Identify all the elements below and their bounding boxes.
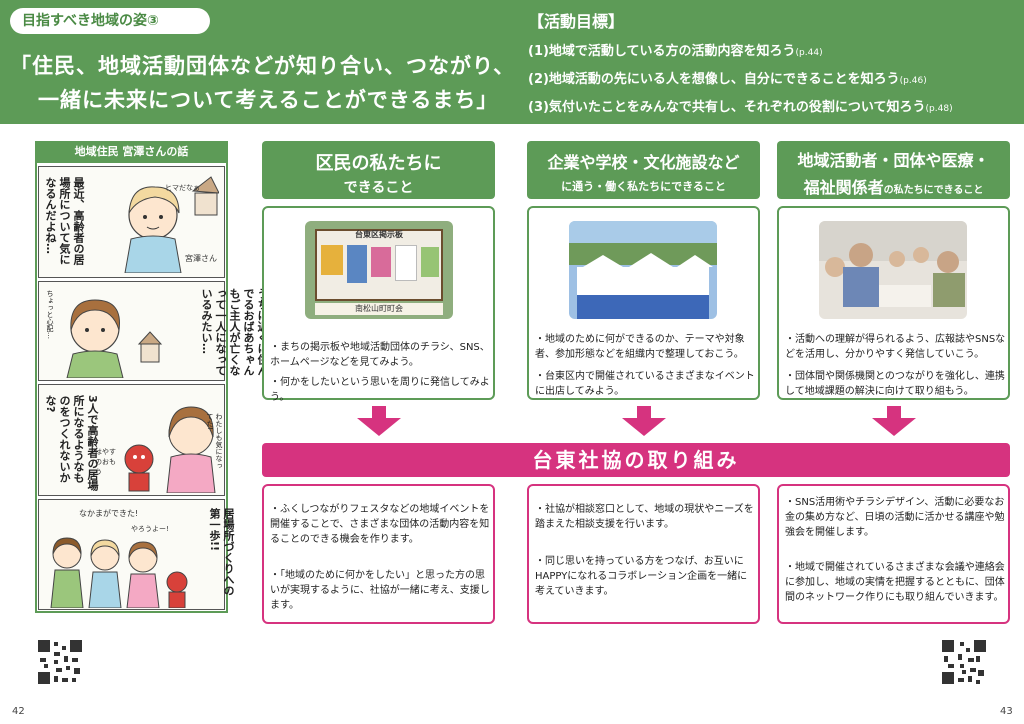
poster <box>395 245 417 281</box>
manga-title: 地域住民 宮澤さんの話 <box>35 141 228 163</box>
page-number-right: 43 <box>1000 706 1013 717</box>
poster <box>347 245 367 283</box>
bubble-text: わたしも気になってた! <box>206 413 223 469</box>
council-box-1-item-1: ・ふくしつながりフェスタなどの地域イベントを開催することで、さまざまな団体の活動… <box>270 504 490 545</box>
column-heading-organizations: 企業や学校・文化施設など に通う・働く私たちにできること <box>527 141 760 199</box>
council-title: 台東社協の取り組み <box>262 443 1010 477</box>
council-box-3-item-1: ・SNS活用術やチラシデザイン、活動に必要なお金の集め方など、日頃の活動に活かせ… <box>785 497 1005 538</box>
council-box-3 <box>777 484 1010 624</box>
booths <box>577 267 709 295</box>
manga-panel-2: うちに近くに住んでるおばあちゃんもご主人が亡くなって一人になっているみたい… ち… <box>38 281 269 381</box>
person <box>825 257 845 277</box>
down-arrow-icon <box>372 406 386 418</box>
qr-code-icon[interactable] <box>36 638 84 686</box>
event-photo <box>569 221 717 319</box>
manga-text-3: 3人で高齢者の居場所になるようなものをつくれないかな? <box>44 395 99 491</box>
characters-illustration <box>50 537 188 608</box>
meeting-photo <box>819 221 967 319</box>
council-box-2-item-1: ・社協が相談窓口として、地域の現状やニーズを踏まえた相談支援を行います。 <box>535 504 754 530</box>
qr-code-icon[interactable] <box>940 638 988 686</box>
activists-bullet-1: ・活動への理解が得られるよう、広報誌やSNSなどを活用し、分かりやすく発信してい… <box>785 334 1006 360</box>
council-box-2-item-2: ・同じ思いを持っている方をつなげ、お互いにHAPPYになれるコラボレーション企画… <box>535 556 748 597</box>
page-number-left: 42 <box>12 706 25 717</box>
organizations-bullet-1: ・地域のために何ができるのか、テーマや対象者、参加形態などを組織内で整理しておこ… <box>535 334 745 360</box>
goal-1: (1)地域で活動している方の活動内容を知ろう(p.44) <box>528 44 823 59</box>
character-illustration <box>66 299 163 378</box>
down-arrow-icon <box>887 406 901 418</box>
manga-text-4: 居場所づくりへの第一歩!! <box>208 508 235 596</box>
column-heading-activists: 地域活動者・団体や医療・ 福祉関係者の私たちにできること <box>777 141 1010 199</box>
bubble-text: はやすのおもう <box>95 448 116 476</box>
down-arrow-icon <box>872 418 916 436</box>
council-box-1-item-2: ・「地域のために何かをしたい」と思った方の思いが実現するように、社協が一緒に考え… <box>270 570 490 611</box>
photo-subcaption: 南松山町町会 <box>315 303 443 315</box>
table <box>879 285 931 307</box>
goal-2: (2)地域活動の先にいる人を想像し、自分にできることを知ろう(p.46) <box>528 72 927 87</box>
down-arrow-icon <box>637 406 651 418</box>
bulletin-board-photo: 台東区掲示板 南松山町町会 <box>305 221 453 319</box>
bubble-text: ヒマだなぁ <box>165 184 200 192</box>
photo-caption: 台東区掲示板 <box>355 230 403 239</box>
poster <box>421 247 439 277</box>
tent <box>629 253 673 267</box>
character-illustration <box>124 176 219 273</box>
council-box-3-item-2: ・地域で開催されているさまざまな会議や連絡会に参加し、地域の実情を把握するととも… <box>785 562 1005 603</box>
vision-line-1: 「住民、地域活動団体などが知り合い、つながり、 <box>10 54 516 78</box>
bubble-text: やろうよー! <box>131 525 169 533</box>
column-heading-residents: 区民の私たちに できること <box>262 141 495 199</box>
person <box>849 243 873 267</box>
section-tag: 目指すべき地域の姿③ <box>10 8 210 34</box>
manga-text-1: 最近、高齢者の居場所について気になるんだよね… <box>44 177 85 265</box>
organizations-bullet-2: ・台東区内で開催されているさまざまなイベントに出店してみよう。 <box>535 371 755 397</box>
council-box-1 <box>262 484 495 624</box>
tables <box>577 295 709 319</box>
characters-illustration <box>124 406 216 493</box>
vision-line-2: 一緒に未来について考えることができるまち」 <box>38 88 499 112</box>
person <box>843 267 879 307</box>
tent <box>677 255 713 267</box>
goals-title: 【活動目標】 <box>528 12 625 31</box>
bubble-text: ちょっと心配… <box>46 290 54 339</box>
down-arrow-icon <box>357 418 401 436</box>
council-box-2 <box>527 484 760 624</box>
residents-bullet-2: ・何かをしたいという思いを周りに発信してみよう。 <box>270 377 490 403</box>
poster <box>371 247 391 277</box>
person <box>933 273 965 307</box>
goal-3: (3)気付いたことをみんなで共有し、それぞれの役割について知ろう(p.48) <box>528 100 953 115</box>
poster <box>321 245 343 275</box>
residents-bullet-1: ・まちの掲示板や地域活動団体のチラシ、SNS、ホームページなどを見てみよう。 <box>270 342 490 368</box>
down-arrow-icon <box>622 418 666 436</box>
manga-text-2: うちに近くに住んでるおばあちゃんもご主人が亡くなって一人になっているみたい… <box>200 288 269 376</box>
tent <box>583 255 623 267</box>
manga-panel-1: 最近、高齢者の居場所について気になるんだよね… ヒマだなぁ 宮澤さん <box>38 166 225 278</box>
bubble-text: なかまができた! <box>79 509 139 518</box>
manga-panel-4: 居場所づくりへの第一歩!! なかまができた! やろうよー! <box>38 499 235 610</box>
character-name: 宮澤さん <box>185 254 217 263</box>
person <box>937 251 959 273</box>
manga-panel-3: 3人で高齢者の居場所になるようなものをつくれないかな? はやすのおもう わたしも… <box>38 384 225 496</box>
person <box>889 251 905 267</box>
activists-bullet-2: ・団体間や関係機関とのつながりを強化し、連携して地域課題の解決に向けて取り組もう… <box>785 371 1005 397</box>
person <box>913 247 929 263</box>
